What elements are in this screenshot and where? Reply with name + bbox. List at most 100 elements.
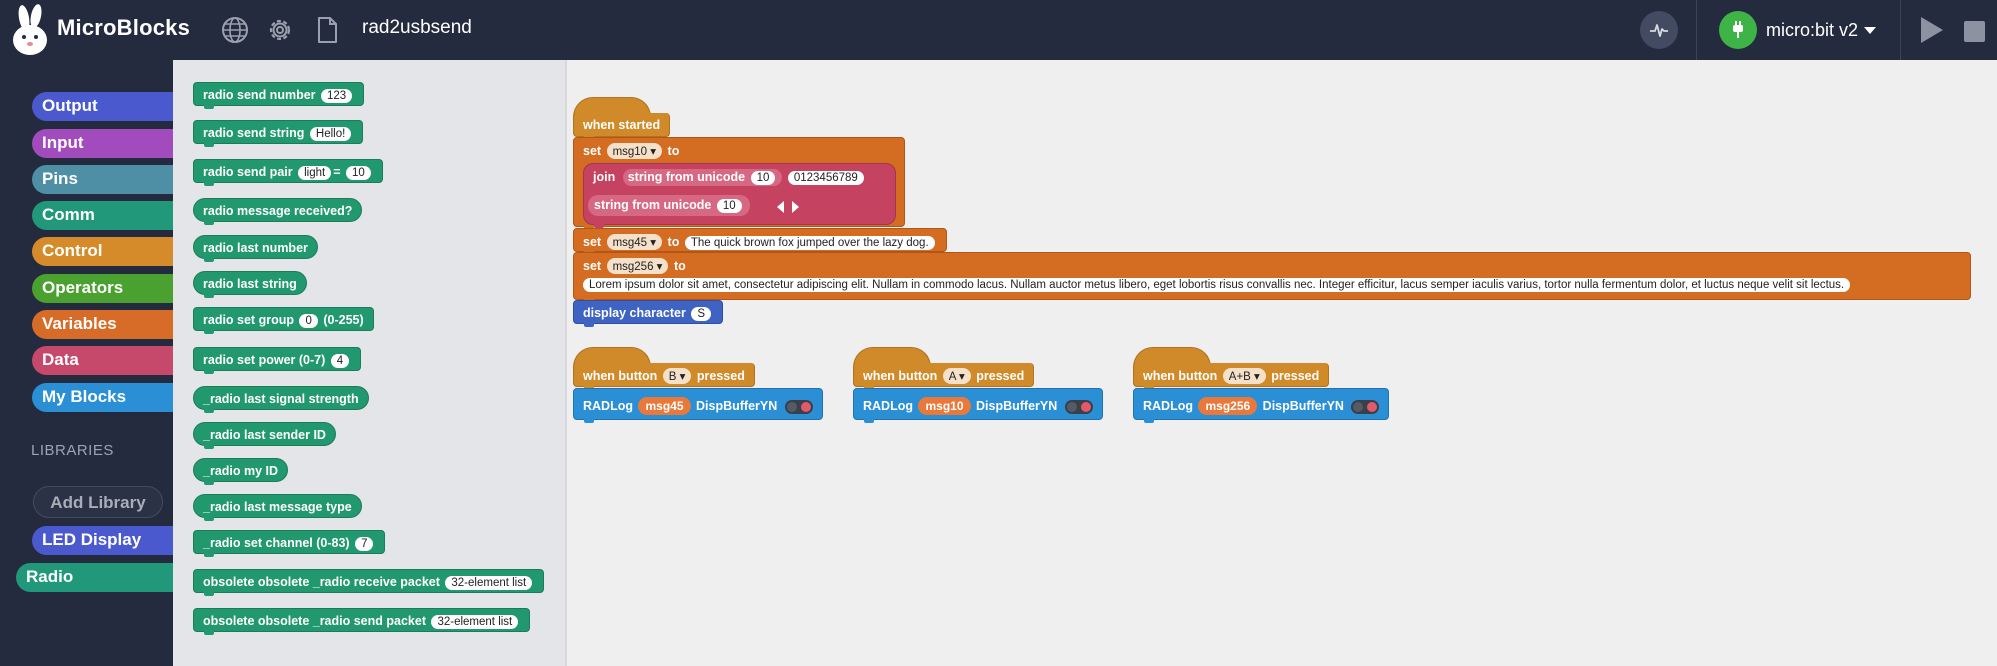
variable-reporter[interactable]: msg256 <box>1198 397 1258 415</box>
number-input[interactable]: 10 <box>716 199 742 213</box>
number-input[interactable]: 123 <box>321 89 353 103</box>
string-input[interactable]: The quick brown fox jumped over the lazy… <box>684 236 935 250</box>
block-radio-send-pair[interactable]: radio send pair light= 10 <box>193 159 383 186</box>
board-name[interactable]: micro:bit v2 <box>1766 20 1859 40</box>
toolbar-divider <box>1900 0 1901 60</box>
block-label: radio message received? <box>203 204 353 218</box>
button-dropdown[interactable]: A ▾ <box>942 368 971 384</box>
block-label: set <box>583 144 602 158</box>
library-radio[interactable]: Radio <box>16 563 173 592</box>
list-input[interactable]: 32-element list <box>431 615 519 629</box>
block-label: _radio set channel (0-83) <box>203 536 350 550</box>
block-when-button-a[interactable]: when button A ▾ pressed <box>853 363 1035 390</box>
stop-icon[interactable] <box>1964 21 1985 42</box>
variable-reporter[interactable]: msg10 <box>918 397 971 415</box>
block-radlog-msg45[interactable]: RADLog msg45 DispBufferYN <box>573 388 823 423</box>
toggle-switch[interactable] <box>1351 399 1380 414</box>
block-radlog-msg256[interactable]: RADLog msg256 DispBufferYN <box>1133 388 1390 423</box>
number-input[interactable]: 10 <box>750 171 776 185</box>
block-radio-last-string[interactable]: radio last string <box>193 271 307 298</box>
block-radio-message-received[interactable]: radio message received? <box>193 198 363 225</box>
graph-button[interactable] <box>1640 11 1678 49</box>
file-icon[interactable] <box>312 15 342 45</box>
category-operators[interactable]: Operators <box>32 274 173 303</box>
name-input[interactable]: light <box>298 166 332 180</box>
libraries-heading: LIBRARIES <box>31 442 114 459</box>
block-when-button-b[interactable]: when button B ▾ pressed <box>573 363 755 390</box>
string-input[interactable]: Lorem ipsum dolor sit amet, consectetur … <box>583 278 1851 292</box>
block-radio-last-number[interactable]: radio last number <box>193 235 318 262</box>
toolbar-divider <box>1696 0 1697 60</box>
block-string-from-unicode[interactable]: string from unicode 10 <box>622 169 783 186</box>
block-radio-send-string[interactable]: radio send string Hello! <box>193 120 364 147</box>
category-variables[interactable]: Variables <box>32 310 173 339</box>
block-radio-set-group[interactable]: radio set group 0 (0-255) <box>193 307 374 334</box>
variable-dropdown[interactable]: msg256 ▾ <box>606 258 669 274</box>
block-label: pressed <box>976 369 1025 383</box>
gear-icon[interactable] <box>265 15 295 45</box>
block-radio-set-power[interactable]: radio set power (0-7) 4 <box>193 347 362 374</box>
block-label: _radio my ID <box>203 464 279 478</box>
string-input[interactable]: S <box>691 307 711 321</box>
block-radio-send-number[interactable]: radio send number 123 <box>193 82 365 109</box>
number-input[interactable]: 0 <box>299 314 318 328</box>
block-label: radio last string <box>203 277 297 291</box>
string-input[interactable]: 0123456789 <box>787 171 864 185</box>
block-radio-my-id[interactable]: _radio my ID <box>193 458 289 485</box>
block-label: obsolete obsolete _radio send packet <box>203 614 426 628</box>
block-label: RADLog <box>1143 399 1193 413</box>
app-title: MicroBlocks <box>57 15 191 40</box>
category-control[interactable]: Control <box>32 237 173 266</box>
add-library-button[interactable]: Add Library <box>33 486 163 518</box>
block-set-msg45[interactable]: set msg45 ▾ to The quick brown fox jumpe… <box>573 228 947 255</box>
category-data[interactable]: Data <box>32 346 173 375</box>
chevron-down-icon[interactable] <box>1864 27 1876 34</box>
variable-dropdown[interactable]: msg10 ▾ <box>606 143 663 159</box>
block-radio-last-signal-strength[interactable]: _radio last signal strength <box>193 386 369 413</box>
block-label: to <box>667 144 680 158</box>
block-radio-set-channel[interactable]: _radio set channel (0-83) 7 <box>193 530 386 557</box>
button-name: A <box>948 371 956 383</box>
board-connection-button[interactable] <box>1719 11 1757 49</box>
block-label: obsolete obsolete _radio receive packet <box>203 575 440 589</box>
category-comm[interactable]: Comm <box>32 201 173 230</box>
block-obsolete-receive-packet[interactable]: obsolete obsolete _radio receive packet … <box>193 569 545 596</box>
block-display-character[interactable]: display character S <box>573 300 723 327</box>
category-pins[interactable]: Pins <box>32 165 173 194</box>
list-input[interactable]: 32-element list <box>445 576 533 590</box>
category-output[interactable]: Output <box>32 92 173 121</box>
expand-arrows-icon[interactable] <box>776 200 802 214</box>
globe-icon[interactable] <box>220 15 250 45</box>
block-label: RADLog <box>583 399 633 413</box>
number-input[interactable]: 4 <box>330 354 350 368</box>
category-my-blocks[interactable]: My Blocks <box>32 383 173 412</box>
button-dropdown[interactable]: A+B ▾ <box>1222 368 1266 384</box>
block-radlog-msg10[interactable]: RADLog msg10 DispBufferYN <box>853 388 1103 423</box>
play-icon[interactable] <box>1921 17 1943 43</box>
project-name[interactable]: rad2usbsend <box>362 17 472 38</box>
toggle-switch[interactable] <box>784 399 813 414</box>
block-obsolete-send-packet[interactable]: obsolete obsolete _radio send packet 32-… <box>193 608 531 635</box>
toggle-switch[interactable] <box>1064 399 1093 414</box>
microblocks-logo-icon <box>13 4 47 55</box>
block-label: display character <box>583 306 686 320</box>
block-when-started[interactable]: when started <box>573 113 671 140</box>
number-input[interactable]: 7 <box>355 537 374 551</box>
number-input[interactable]: 10 <box>346 166 371 180</box>
category-sidebar: Output Input Pins Comm Control Operators… <box>0 60 173 666</box>
block-label: DispBufferYN <box>1262 399 1344 413</box>
category-input[interactable]: Input <box>32 129 173 158</box>
block-label: to <box>673 259 686 273</box>
variable-reporter[interactable]: msg45 <box>638 397 691 415</box>
block-when-button-ab[interactable]: when button A+B ▾ pressed <box>1133 363 1330 390</box>
button-dropdown[interactable]: B ▾ <box>662 368 692 384</box>
block-set-msg256[interactable]: set msg256 ▾ to <box>573 252 1971 303</box>
block-radio-last-sender-id[interactable]: _radio last sender ID <box>193 422 336 449</box>
block-string-from-unicode[interactable]: string from unicode 10 <box>588 195 750 216</box>
string-input[interactable]: Hello! <box>309 127 352 141</box>
button-name: A+B <box>1228 371 1251 383</box>
block-radio-last-message-type[interactable]: _radio last message type <box>193 494 362 521</box>
library-led-display[interactable]: LED Display <box>32 526 173 555</box>
variable-dropdown[interactable]: msg45 ▾ <box>606 234 663 250</box>
variable-name: msg45 <box>612 237 648 249</box>
